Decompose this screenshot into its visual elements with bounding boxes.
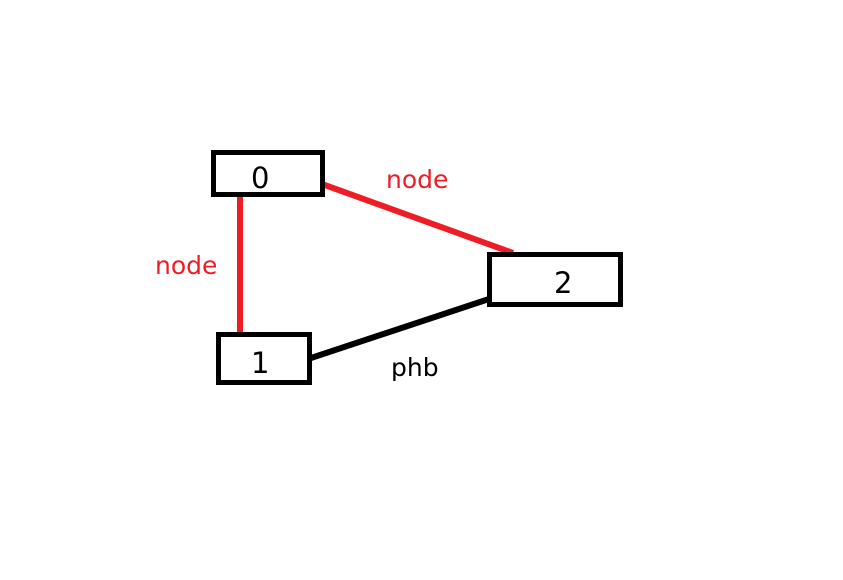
edge-node-0-to-2 (320, 181, 515, 256)
node-label-2: 2 (554, 266, 573, 300)
edge-phb-1-to-2 (310, 296, 490, 361)
edge-label-node-0-1: node (155, 251, 218, 280)
node-box-1[interactable]: 1 (216, 332, 312, 385)
node-label-0: 0 (251, 161, 270, 195)
node-box-0[interactable]: 0 (211, 150, 325, 197)
edge-label-node-0-2: node (386, 165, 449, 194)
edge-label-phb-1-2: phb (391, 353, 439, 382)
node-label-1: 1 (251, 346, 270, 380)
node-box-2[interactable]: 2 (487, 252, 623, 307)
